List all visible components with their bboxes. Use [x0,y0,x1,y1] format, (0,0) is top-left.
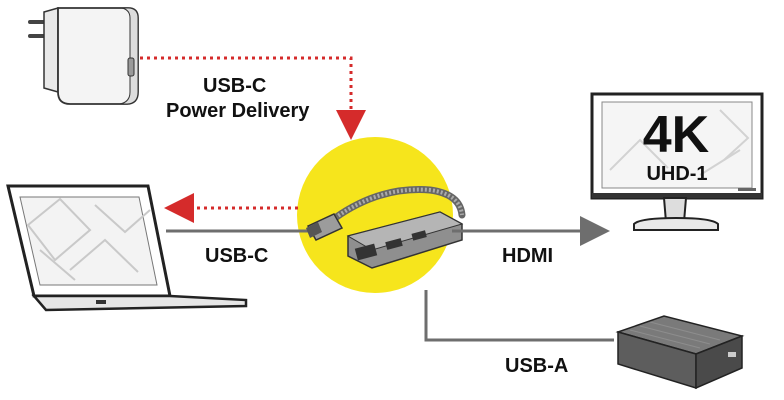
monitor-resolution-big: 4K [643,106,710,164]
drive-connector [424,290,614,342]
power-delivery-label-line2: Power Delivery [166,100,310,122]
monitor-icon [590,92,764,231]
monitor-connection-label: HDMI [502,245,553,267]
monitor-resolution-small: UHD-1 [646,163,707,185]
power-delivery-label-line1: USB-C [203,75,266,97]
power-delivery-connector [140,56,366,140]
laptop-icon [6,184,248,312]
power-adapter-icon [28,7,139,105]
laptop-connection-label: USB-C [205,245,268,267]
external-drive-icon [615,315,745,390]
drive-connection-label: USB-A [505,355,568,377]
usb-c-hub-icon [306,186,466,269]
